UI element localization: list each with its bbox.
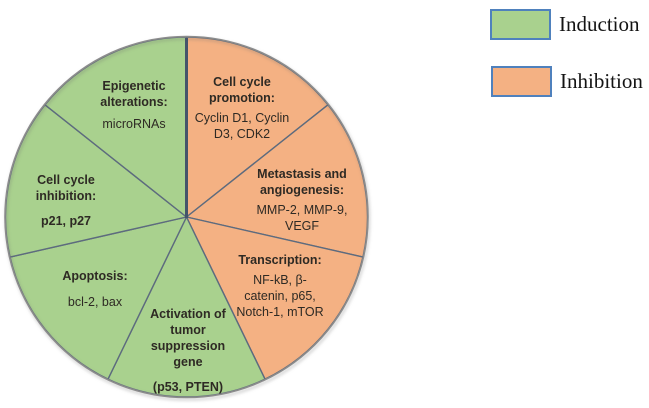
slice-title: Cell cycle promotion: — [209, 75, 275, 105]
slice-genes: NF-kB, β- catenin, p65, Notch-1, mTOR — [236, 273, 324, 319]
slice-title: Epigenetic alterations: — [100, 79, 168, 109]
slice-title: Apoptosis: — [62, 269, 128, 283]
slice-genes: MMP-2, MMP-9, VEGF — [256, 203, 348, 233]
slice-genes: (p53, PTEN) — [152, 380, 224, 394]
slice-label-transcription: Transcription: NF-kB, β- catenin, p65, N… — [236, 252, 323, 320]
slice-genes: p21, p27 — [40, 214, 92, 228]
legend-item-induction: Induction — [490, 9, 639, 40]
slice-title: Activation of tumor suppression gene — [150, 307, 226, 369]
slice-genes: microRNAs — [102, 117, 166, 131]
legend-item-inhibition: Inhibition — [491, 66, 643, 97]
legend-label-inhibition: Inhibition — [560, 69, 643, 93]
slice-label-cell-cycle-promotion: Cell cycle promotion: Cyclin D1, Cyclin … — [195, 74, 289, 142]
legend-swatch-induction — [490, 9, 551, 40]
pie-chart — [4, 35, 369, 399]
slice-title: Metastasis and angiogenesis: — [257, 167, 347, 197]
slice-genes: bcl-2, bax — [67, 295, 123, 309]
slice-title: Cell cycle inhibition: — [35, 173, 97, 203]
slice-title: Transcription: — [238, 253, 322, 267]
slice-label-apoptosis: Apoptosis: bcl-2, bax — [62, 268, 127, 310]
pie-outline — [4, 35, 369, 399]
slice-label-epigenetic-alterations: Epigenetic alterations: microRNAs — [100, 78, 167, 132]
legend-swatch-inhibition — [491, 66, 552, 97]
legend-label-induction: Induction — [559, 12, 640, 36]
slice-label-metastasis-angiogenesis: Metastasis and angiogenesis: MMP-2, MMP-… — [257, 166, 348, 234]
slice-label-tumor-suppression: Activation of tumor suppression gene (p5… — [150, 306, 226, 395]
slice-label-cell-cycle-inhibition: Cell cycle inhibition: p21, p27 — [36, 172, 96, 229]
slice-genes: Cyclin D1, Cyclin D3, CDK2 — [194, 111, 290, 141]
